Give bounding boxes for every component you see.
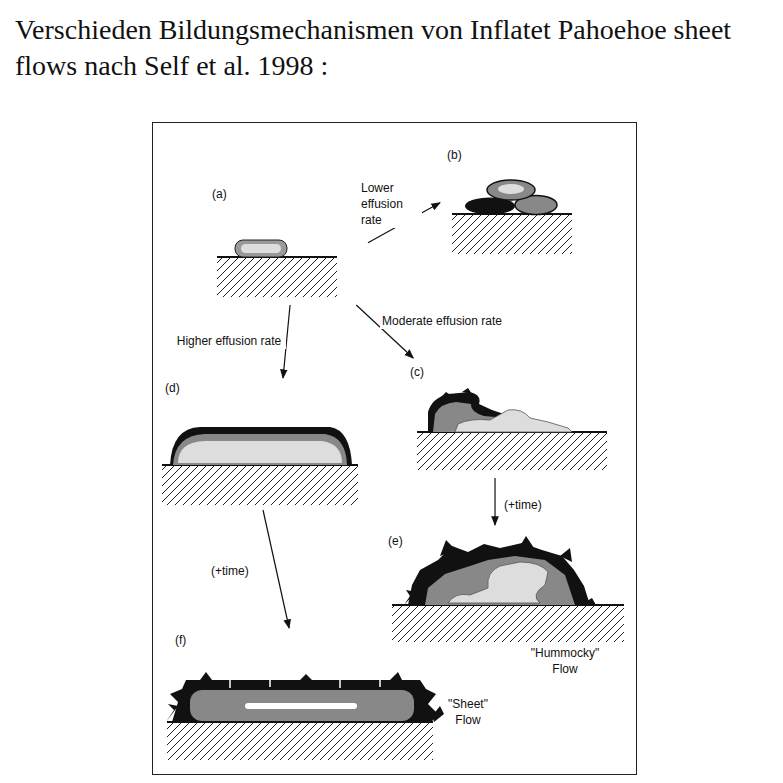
ground [162, 214, 624, 760]
hummocky-flow [404, 536, 596, 605]
lava-lobe [235, 240, 287, 257]
panel-letter: (f) [175, 632, 205, 648]
title: Verschieden Bildungsmechanismen von Infl… [15, 12, 775, 84]
arrow-label: Lower effusion rate [360, 180, 422, 228]
panel-letter: (d) [165, 380, 195, 396]
flow-type-label: "Sheet" Flow [437, 696, 499, 728]
pahoehoe-toes [465, 180, 557, 215]
panel-letter: (b) [447, 147, 477, 163]
sheet-flow [166, 672, 444, 722]
flow-panel: (b) [440, 143, 580, 258]
panel-letter: (e) [388, 533, 418, 549]
lava-lobe [428, 388, 572, 432]
frame [153, 123, 637, 775]
arrow-label: Higher effusion rate [172, 333, 286, 349]
flow-panel: (a) [200, 183, 368, 305]
flow-panel: (c) [405, 358, 612, 478]
arrow-label: (+time) [503, 497, 565, 513]
arrow-label: Moderate effusion rate [380, 313, 504, 329]
panel-letter: (c) [410, 364, 440, 380]
flow-panel: (d) [160, 378, 362, 510]
flow-type-label: "Hummocky" Flow [525, 645, 605, 677]
panel-letter: (a) [212, 186, 242, 202]
lava-lobe [170, 427, 352, 465]
flow-arrow [494, 478, 495, 525]
flow-panel: (f) "Sheet" Flow [165, 628, 505, 765]
arrow-label: (+time) [210, 563, 268, 579]
flow-panel: (e) "Hummocky" Flow [385, 525, 630, 685]
